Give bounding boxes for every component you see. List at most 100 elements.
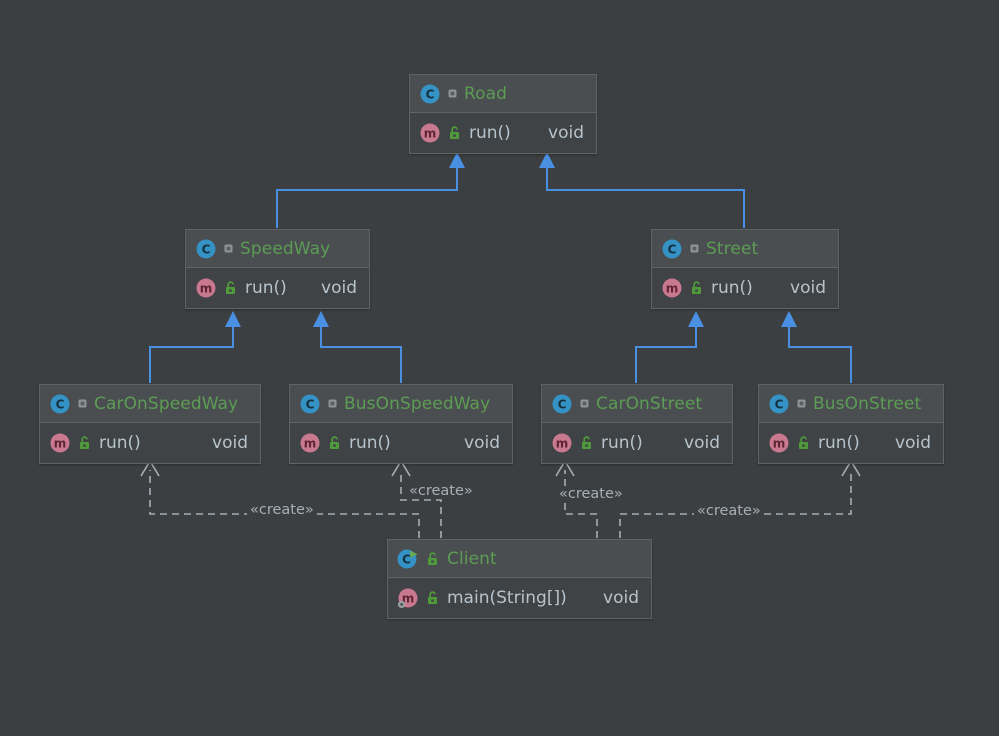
svg-text:C: C: [775, 397, 784, 411]
uml-class-speedway-header[interactable]: C SpeedWay: [186, 230, 369, 268]
method-icon: m: [768, 432, 790, 454]
uml-class-speedway-name: SpeedWay: [240, 238, 331, 259]
public-unlocked-icon: [797, 436, 811, 450]
class-icon: C: [551, 393, 573, 415]
generalization-caronstreet-to-street: [635, 311, 704, 383]
svg-text:C: C: [56, 397, 65, 411]
public-unlocked-icon: [328, 436, 342, 450]
uml-member-type: void: [548, 123, 584, 143]
uml-class-client-name: Client: [447, 548, 497, 569]
uml-class-caronspeedway[interactable]: C CarOnSpeedWay m: [39, 384, 261, 464]
abstract-dot-icon: [690, 244, 699, 253]
uml-class-client-header[interactable]: C Client: [388, 540, 651, 578]
uml-member-row[interactable]: m main(String[]) void: [388, 578, 651, 618]
public-unlocked-icon: [78, 436, 92, 450]
uml-class-road-header[interactable]: C Road: [410, 75, 596, 113]
uml-class-street[interactable]: C Street m: [651, 229, 839, 309]
dependency-client-to-busonstreet: [619, 459, 861, 538]
public-unlocked-icon: [426, 591, 440, 605]
uml-class-caronspeedway-header[interactable]: C CarOnSpeedWay: [40, 385, 260, 423]
uml-member-type: void: [464, 433, 500, 453]
uml-class-caronspeedway-name: CarOnSpeedWay: [94, 393, 239, 414]
svg-text:m: m: [402, 591, 415, 605]
uml-member-type: void: [684, 433, 720, 453]
uml-member-row[interactable]: m run() void: [652, 268, 838, 308]
generalization-speedway-to-road: [276, 152, 465, 228]
dependency-client-to-busonspeedway: [391, 459, 442, 538]
dependency-client-to-caronspeedway: [140, 459, 420, 538]
uml-member-type: void: [603, 588, 639, 608]
public-unlocked-icon: [690, 281, 704, 295]
method-icon: m: [661, 277, 683, 299]
method-icon: m: [195, 277, 217, 299]
uml-member-signature: run(): [469, 123, 511, 143]
public-unlocked-icon: [580, 436, 594, 450]
uml-member-type: void: [212, 433, 248, 453]
uml-class-caronstreet-header[interactable]: C CarOnStreet: [542, 385, 732, 423]
uml-class-road-name: Road: [464, 83, 508, 104]
uml-member-signature: run(): [245, 278, 287, 298]
uml-class-speedway[interactable]: C SpeedWay m: [185, 229, 370, 309]
uml-class-client[interactable]: C Client m: [387, 539, 652, 619]
uml-member-signature: run(): [601, 433, 643, 453]
uml-member-type: void: [895, 433, 931, 453]
abstract-dot-icon: [448, 89, 457, 98]
uml-class-busonstreet-header[interactable]: C BusOnStreet: [759, 385, 943, 423]
class-icon: C: [299, 393, 321, 415]
class-icon: C: [49, 393, 71, 415]
uml-member-signature: main(String[]): [447, 588, 567, 608]
svg-text:C: C: [202, 242, 211, 256]
uml-member-row[interactable]: m run() void: [410, 113, 596, 153]
abstract-dot-icon: [78, 399, 87, 408]
relation-label-create-busonspeedway: «create»: [406, 483, 476, 499]
uml-class-street-name: Street: [706, 238, 759, 259]
svg-text:C: C: [558, 397, 567, 411]
generalization-street-to-road: [539, 152, 745, 228]
uml-class-busonstreet-name: BusOnStreet: [813, 393, 922, 414]
svg-text:m: m: [773, 436, 786, 450]
svg-text:m: m: [424, 126, 437, 140]
uml-member-signature: run(): [349, 433, 391, 453]
uml-member-signature: run(): [818, 433, 860, 453]
generalization-caronspeedway-to-speedway: [149, 311, 241, 383]
uml-class-busonspeedway[interactable]: C BusOnSpeedWay m: [289, 384, 513, 464]
public-unlocked-icon: [448, 126, 462, 140]
uml-member-row[interactable]: m run() void: [542, 423, 732, 463]
uml-class-road[interactable]: C Road m: [409, 74, 597, 154]
uml-member-row[interactable]: m run() void: [40, 423, 260, 463]
uml-class-caronstreet[interactable]: C CarOnStreet m: [541, 384, 733, 464]
class-icon: C: [195, 238, 217, 260]
svg-text:m: m: [54, 436, 67, 450]
uml-class-busonspeedway-name: BusOnSpeedWay: [344, 393, 491, 414]
abstract-dot-icon: [328, 399, 337, 408]
relation-label-create-caronspeedway: «create»: [247, 502, 317, 518]
method-icon: m: [49, 432, 71, 454]
relation-label-create-busonstreet: «create»: [694, 503, 764, 519]
generalization-busonstreet-to-street: [781, 311, 852, 383]
svg-text:C: C: [306, 397, 315, 411]
uml-class-street-header[interactable]: C Street: [652, 230, 838, 268]
uml-member-row[interactable]: m run() void: [290, 423, 512, 463]
method-icon: m: [299, 432, 321, 454]
public-unlocked-icon: [426, 551, 440, 566]
uml-member-signature: run(): [711, 278, 753, 298]
class-icon: C: [419, 83, 441, 105]
uml-member-type: void: [790, 278, 826, 298]
uml-member-row[interactable]: m run() void: [186, 268, 369, 308]
uml-member-signature: run(): [99, 433, 141, 453]
svg-text:m: m: [556, 436, 569, 450]
public-unlocked-icon: [224, 281, 238, 295]
abstract-dot-icon: [224, 244, 233, 253]
svg-text:C: C: [668, 242, 677, 256]
abstract-dot-icon: [797, 399, 806, 408]
class-icon: C: [768, 393, 790, 415]
uml-class-busonspeedway-header[interactable]: C BusOnSpeedWay: [290, 385, 512, 423]
generalization-busonspeedway-to-speedway: [313, 311, 402, 383]
uml-class-caronstreet-name: CarOnStreet: [596, 393, 703, 414]
uml-class-busonstreet[interactable]: C BusOnStreet m: [758, 384, 944, 464]
svg-text:m: m: [304, 436, 317, 450]
relation-label-create-caronstreet: «create»: [556, 486, 626, 502]
runnable-class-icon: C: [397, 548, 419, 570]
uml-member-row[interactable]: m run() void: [759, 423, 943, 463]
